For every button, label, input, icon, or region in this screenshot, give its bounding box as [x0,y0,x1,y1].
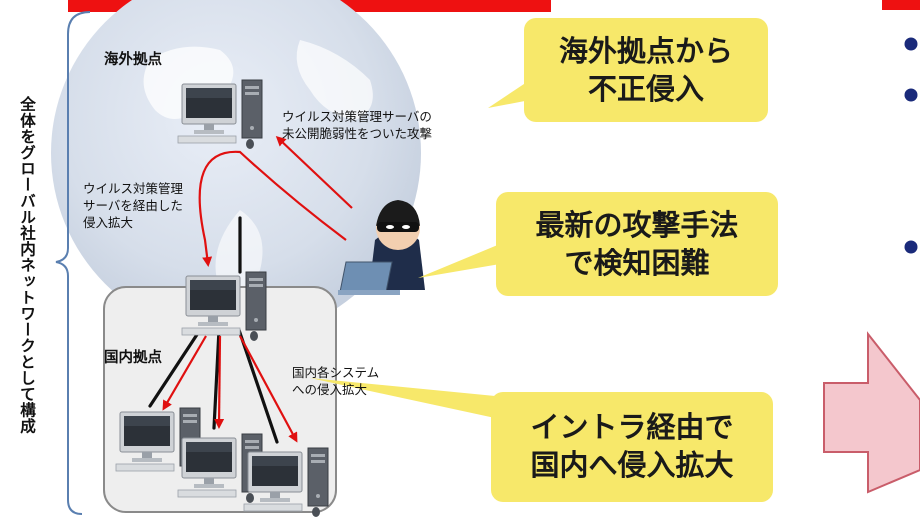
globe-icon [51,0,421,338]
callout-line: 海外拠点から [558,34,733,68]
annotation-line: ウイルス対策管理サーバの [282,109,432,124]
callout-hard-to-detect: 最新の攻撃手法 で検知困難 [496,206,778,282]
callout-line: 不正侵入 [587,72,704,106]
callout-overseas-intrusion: 海外拠点から 不正侵入 [524,32,768,108]
annotation-line: ウイルス対策管理 [83,181,184,196]
annotation-line: への侵入拡大 [292,382,368,397]
annotation-line: サーバを経由した [83,198,183,213]
callout-via-intranet: イントラ経由で 国内へ侵入拡大 [491,408,773,484]
big-right-arrow-icon [823,331,920,494]
callout-line: 最新の攻撃手法 [535,208,739,242]
callout-line: 国内へ侵入拡大 [530,448,734,482]
callout-line: イントラ経由で [530,410,734,444]
annotation-attack-mgmt-server: ウイルス対策管理サーバの 未公開脆弱性をついた攻撃 [282,108,432,142]
annotation-line: 未公開脆弱性をついた攻撃 [282,126,433,141]
network-links [148,216,279,444]
annotation-via-mgmt-server: ウイルス対策管理 サーバを経由した 侵入拡大 [83,180,183,231]
callout-shapes [310,18,778,502]
header-red-bar-right [882,0,920,10]
overseas-site-label: 海外拠点 [104,52,162,68]
left-bracket [55,11,91,515]
hacker-icon [338,200,425,295]
domestic-site-label: 国内拠点 [104,350,162,366]
annotation-line: 侵入拡大 [83,215,134,230]
global-network-label: 全体をグローバル社内ネットワークとして構成 [18,95,36,435]
annotation-domestic-spread: 国内各システム への侵入拡大 [292,364,379,398]
attack-arrows [162,135,353,443]
annotation-line: 国内各システム [292,365,380,380]
callout-line: で検知困難 [564,246,710,280]
